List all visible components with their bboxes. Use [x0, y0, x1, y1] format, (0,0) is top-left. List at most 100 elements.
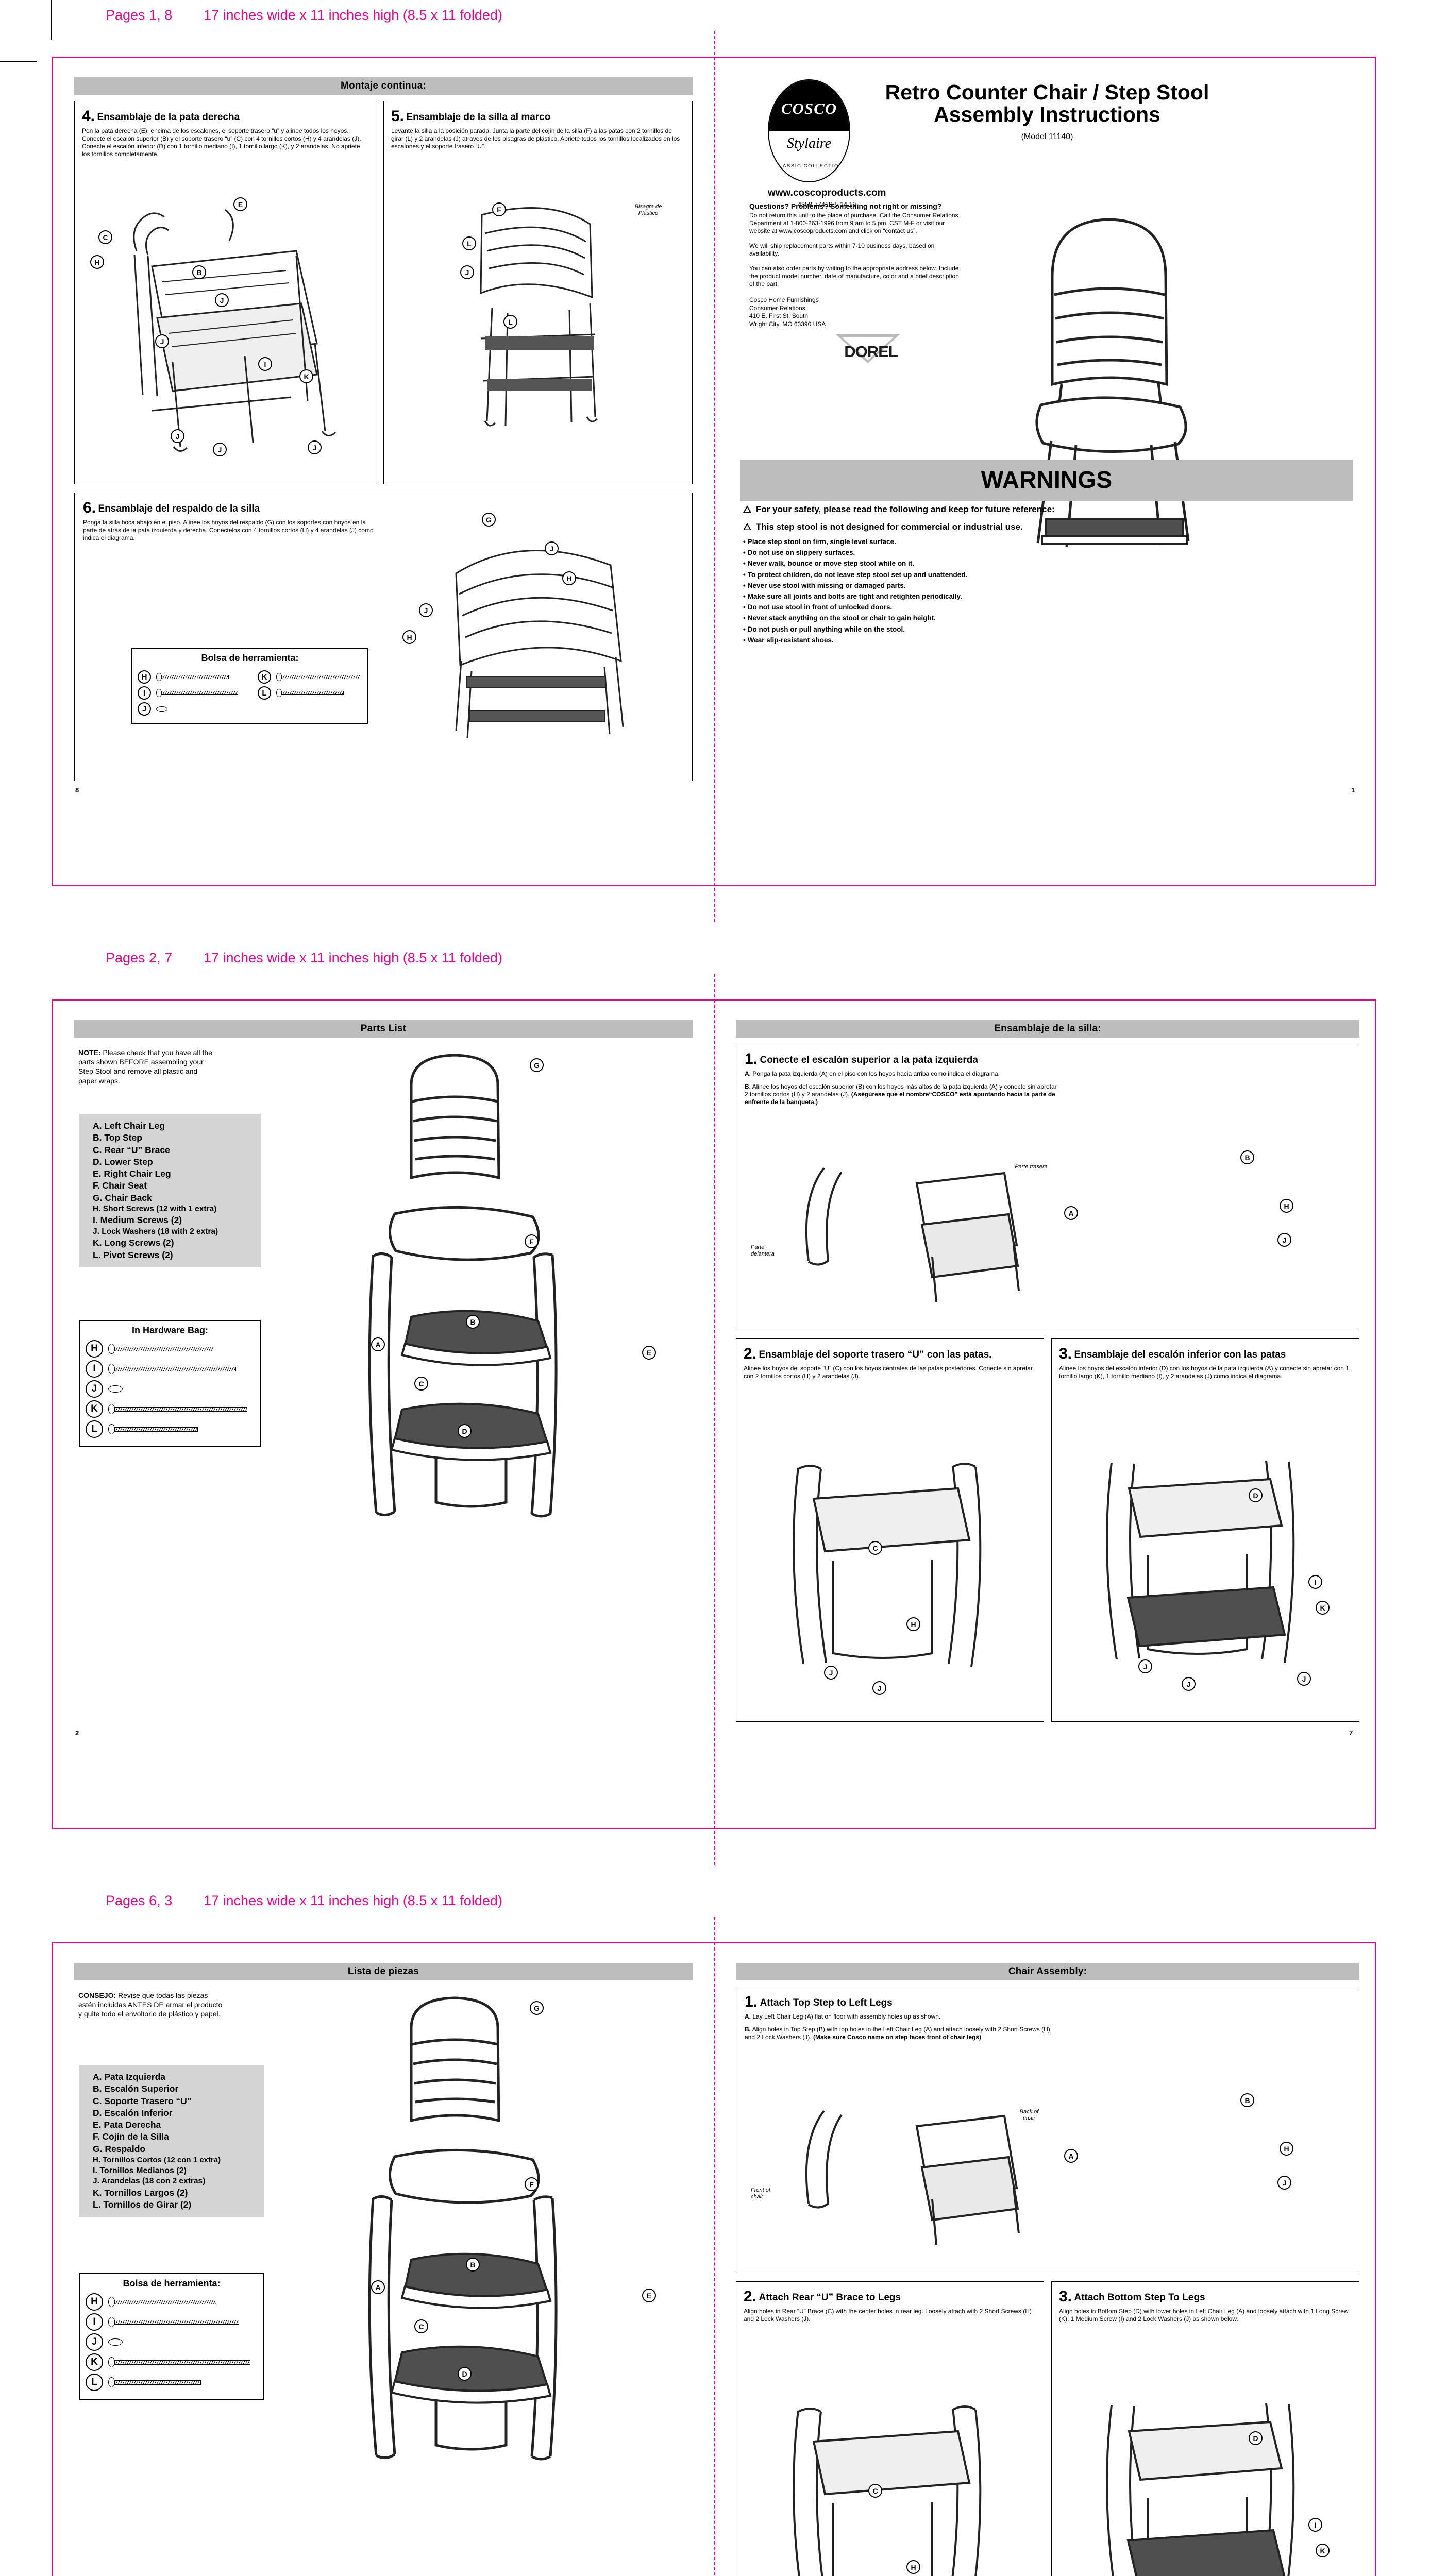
fig-label-c-parts-es-text: C	[418, 2322, 424, 2331]
hw-bubble-j-text: J	[142, 704, 147, 714]
page-8-content: Montaje continua: 4. Ensamblaje de la pa…	[66, 70, 701, 874]
step-1-cap-back-es: Parte trasera	[1015, 1164, 1048, 1170]
step-5-text-es: Levante la silla a la posición parada. J…	[391, 127, 680, 150]
parts-item: D. Lower Step	[93, 1156, 153, 1167]
fig-label-d-s3-es-text: D	[1253, 1491, 1258, 1500]
sku-date-en: 4358-7741B 5.14.19	[798, 201, 856, 208]
hw-bubble-i: I	[86, 2313, 103, 2331]
fig-label-j-s3c-es-text: J	[1302, 1674, 1306, 1683]
fig-label-j-s3b-es-text: J	[1186, 1680, 1191, 1688]
parts-note-body-es: Revise que todas las piezas estén inclui…	[78, 1991, 223, 2019]
fig-label-j-s3b-es: J	[1182, 1677, 1196, 1691]
step-3-panel-es: 3. Ensamblaje del escalón inferior con l…	[1051, 1338, 1359, 1722]
warning-bullet-1-text-en: Do not use on slippery surfaces.	[747, 549, 855, 557]
parts-list-band-es: Lista de piezas	[74, 1963, 693, 1980]
warning-main-1-text-en: For your safety, please read the followi…	[756, 504, 1055, 514]
fig-label-d-s3-en-text: D	[1253, 2434, 1258, 2443]
logo-stylaire-script: Stylaire	[786, 135, 832, 152]
screw-h-icon	[156, 673, 242, 681]
hw-row-l: L	[86, 1420, 255, 1438]
spread-pages-1-8: Pages 1, 8 17 inches wide x 11 inches hi…	[0, 0, 1430, 927]
fig-label-j-s3-es-text: J	[1143, 1662, 1148, 1671]
fig-label-a-s1-en: A	[1064, 2149, 1078, 2163]
fig-label-h-1: H	[90, 255, 104, 269]
fig-label-f-s5: F	[492, 202, 506, 216]
step-2-text-es: Alinee los hoyos del soporte “U” (C) con…	[744, 1365, 1033, 1380]
parts-note-text-en: NOTE: Please check that you have all the…	[78, 1048, 217, 1086]
page-8-band: Montaje continua:	[74, 77, 693, 95]
warning-bullet-en: •Never use stool with missing or damaged…	[743, 581, 906, 589]
parts-item: E. Right Chair Leg	[93, 1168, 171, 1179]
parts-item: K. Tornillos Largos (2)	[93, 2187, 188, 2198]
parts-item: C. Soporte Trasero “U”	[93, 2095, 192, 2106]
parts-note-text-es: CONSEJO: Revise que todas las piezas est…	[78, 1991, 223, 2019]
fig-label-j-5: J	[308, 440, 322, 454]
parts-item: A. Pata Izquierda	[93, 2072, 166, 2082]
step-2-title-es: Ensamblaje del soporte trasero “U” con l…	[759, 1349, 992, 1360]
warning-bullet-8-text-en: Do not push or pull anything while on th…	[747, 625, 905, 633]
page-8-number: 8	[75, 786, 79, 794]
fig-label-j-s1-en-text: J	[1282, 2178, 1287, 2187]
fig-label-j-5-text: J	[312, 443, 317, 452]
parts-item: J. Lock Washers (18 with 2 extra)	[93, 1227, 218, 1236]
warning-bullet-en: •Do not use stool in front of unlocked d…	[743, 603, 893, 612]
fig-label-c-parts-en: C	[414, 1377, 428, 1391]
parts-item: K. Long Screws (2)	[93, 1238, 174, 1248]
step-1-number-en: 1.	[745, 1993, 758, 2010]
step-4-title-es: Ensamblaje de la pata derecha	[97, 112, 240, 123]
fig-label-j-1-text: J	[220, 296, 224, 304]
fig-label-a-s1-es: A	[1064, 1206, 1078, 1220]
hw-bubble-h: H	[86, 2293, 103, 2311]
spread-2-pages-label: Pages 2, 7	[106, 950, 173, 965]
parts-item: G. Chair Back	[93, 1192, 152, 1203]
warning-bullet-4-text-en: Never use stool with missing or damaged …	[747, 581, 906, 589]
warning-triangle-icon-1	[743, 505, 751, 513]
fig-label-c-s2-es: C	[868, 1541, 882, 1555]
fig-label-l-s5: L	[462, 236, 476, 250]
step-5-illustration-es	[480, 207, 598, 427]
step-1-panel-en: 1. Attach Top Step to Left Legs A. Lay L…	[736, 1987, 1359, 2273]
fig-label-f-s5-text: F	[497, 205, 501, 214]
step-5-panel-es: 5. Ensamblaje de la silla al marco Levan…	[383, 101, 693, 484]
washer-j-icon	[108, 1385, 123, 1393]
spread-1-header: Pages 1, 8 17 inches wide x 11 inches hi…	[0, 3, 1430, 27]
hw-bubble-i: I	[138, 686, 151, 700]
fig-label-b-parts-en: B	[466, 1315, 480, 1329]
fig-label-d-parts-en: D	[458, 1424, 472, 1438]
fig-label-g-parts-en-text: G	[534, 1061, 540, 1070]
cover-title-line1-en: Retro Counter Chair / Step Stool	[885, 80, 1209, 104]
warning-bullet-en: •Wear slip-resistant shoes.	[743, 636, 834, 644]
screw-i-icon	[108, 1364, 255, 1374]
hw-bubble-h: H	[138, 670, 151, 684]
fig-label-j-s6-text: J	[549, 544, 554, 553]
parts-item: L. Tornillos de Girar (2)	[93, 2199, 192, 2210]
fig-label-f-parts-es-text: F	[529, 2180, 534, 2189]
step-1-title-es: Conecte el escalón superior a la pata iz…	[760, 1055, 978, 1065]
fig-label-g-parts-es-text: G	[534, 2004, 540, 2012]
parts-item: A. Left Chair Leg	[93, 1121, 165, 1131]
hw-row-k: K	[86, 1400, 255, 1418]
fig-label-h-s1-es: H	[1280, 1199, 1293, 1213]
step-1b-bold-es: (Aségúrese que el nombre“COSCO” está apu…	[745, 1091, 1055, 1106]
step-2-panel-es: 2. Ensamblaje del soporte trasero “U” co…	[736, 1338, 1044, 1722]
fig-label-c-s2-es-text: C	[872, 1544, 878, 1552]
fig-label-h-s2-en-text: H	[911, 2563, 916, 2571]
spread-2-fold-line	[714, 974, 715, 1865]
parts-item: B. Escalón Superior	[93, 2083, 179, 2094]
fig-label-e-parts-en: E	[642, 1346, 656, 1360]
parts-items-en: A. Left Chair Leg B. Top Step C. Rear “U…	[79, 1114, 261, 1267]
step-4-panel-es: 4. Ensamblaje de la pata derecha Pon la …	[74, 101, 377, 484]
hw-bubble-l-text: L	[262, 688, 267, 698]
logo-cosco-wordmark: COSCO	[781, 99, 837, 117]
step-4-text-es: Pon la pata derecha (E), encima de los e…	[82, 127, 361, 158]
step-4-number-es: 4.	[82, 108, 95, 125]
hardware-bag-es-2-title: Bolsa de herramienta:	[123, 2278, 221, 2289]
fig-label-g-parts-en: G	[530, 1058, 544, 1072]
fig-label-c-s2-en: C	[868, 2484, 882, 2498]
spread-2-dims-label: 17 inches wide x 11 inches high (8.5 x 1…	[204, 950, 502, 965]
fig-label-k-text: K	[304, 372, 309, 381]
spread-1-fold-line	[714, 31, 715, 922]
parts-item: F. Cojín de la Silla	[93, 2131, 169, 2142]
website-en[interactable]: www.coscoproducts.com	[768, 188, 886, 198]
screw-h-icon	[108, 1344, 255, 1354]
